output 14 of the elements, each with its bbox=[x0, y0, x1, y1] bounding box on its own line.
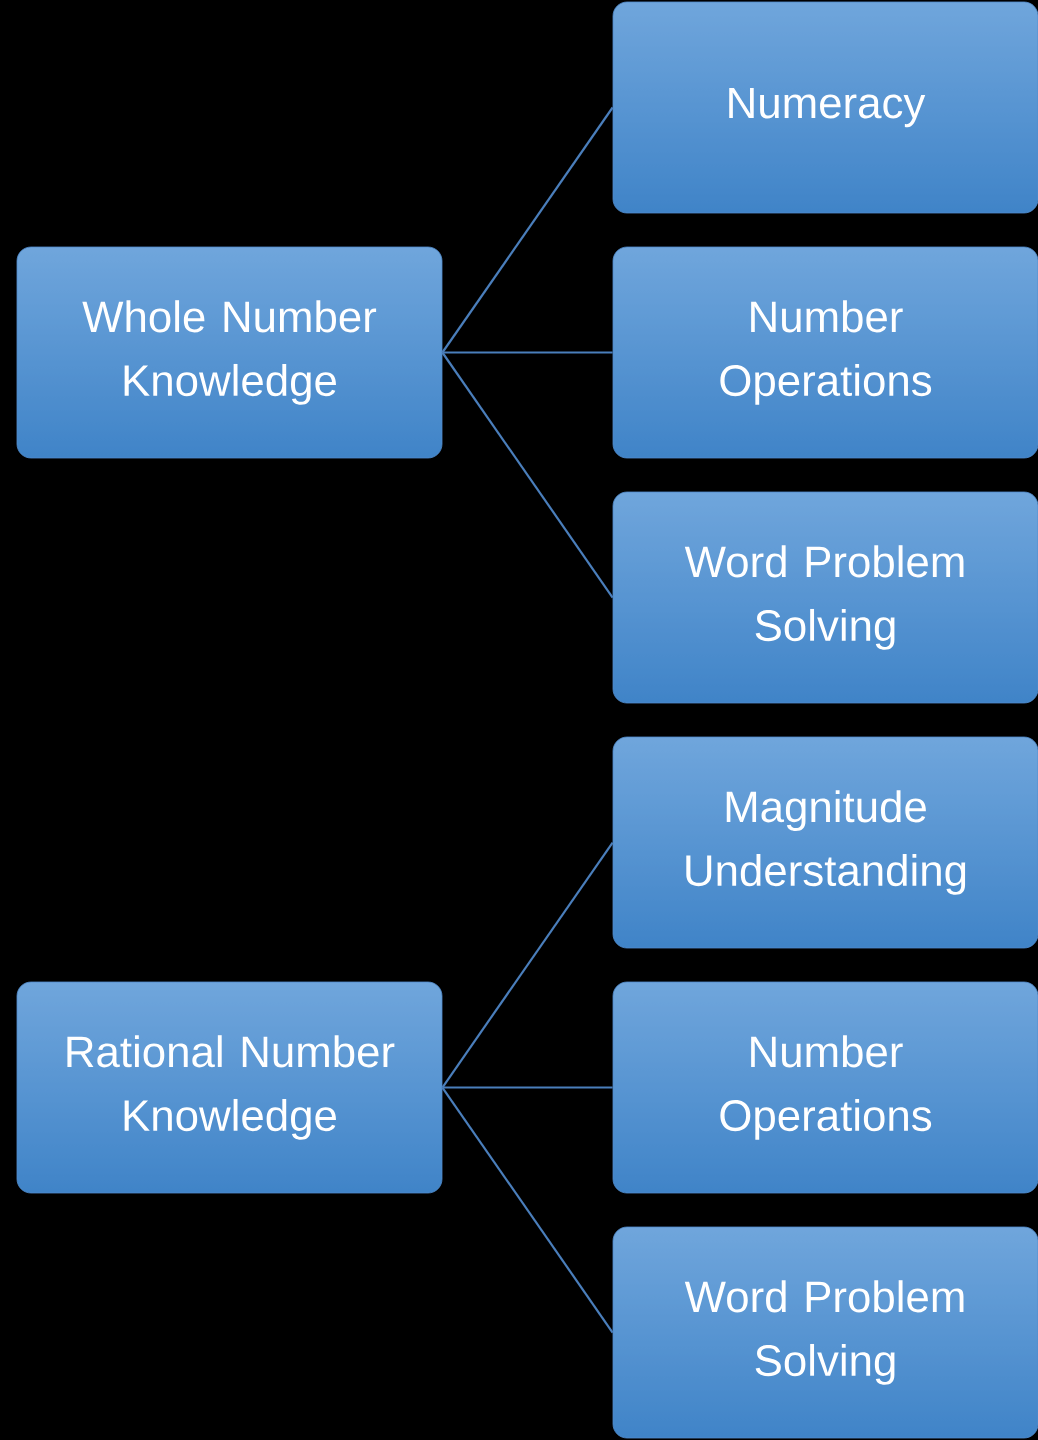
topic-box: Word Problem Solving bbox=[612, 491, 1038, 704]
topic-box: Number Operations bbox=[612, 246, 1038, 459]
topic-box: Word Problem Solving bbox=[612, 1226, 1038, 1439]
connector-line bbox=[442, 1086, 613, 1089]
topic-box: Rational Number Knowledge bbox=[16, 981, 443, 1194]
topic-box: Number Operations bbox=[612, 981, 1038, 1194]
connector-line bbox=[442, 351, 613, 354]
connector-line bbox=[441, 106, 614, 354]
connector-line bbox=[441, 841, 614, 1089]
connector-line bbox=[441, 351, 614, 599]
topic-box: Magnitude Understanding bbox=[612, 736, 1038, 949]
connector-line bbox=[441, 1086, 614, 1334]
topic-box: Whole Number Knowledge bbox=[16, 246, 443, 459]
topic-box: Numeracy bbox=[612, 1, 1038, 214]
